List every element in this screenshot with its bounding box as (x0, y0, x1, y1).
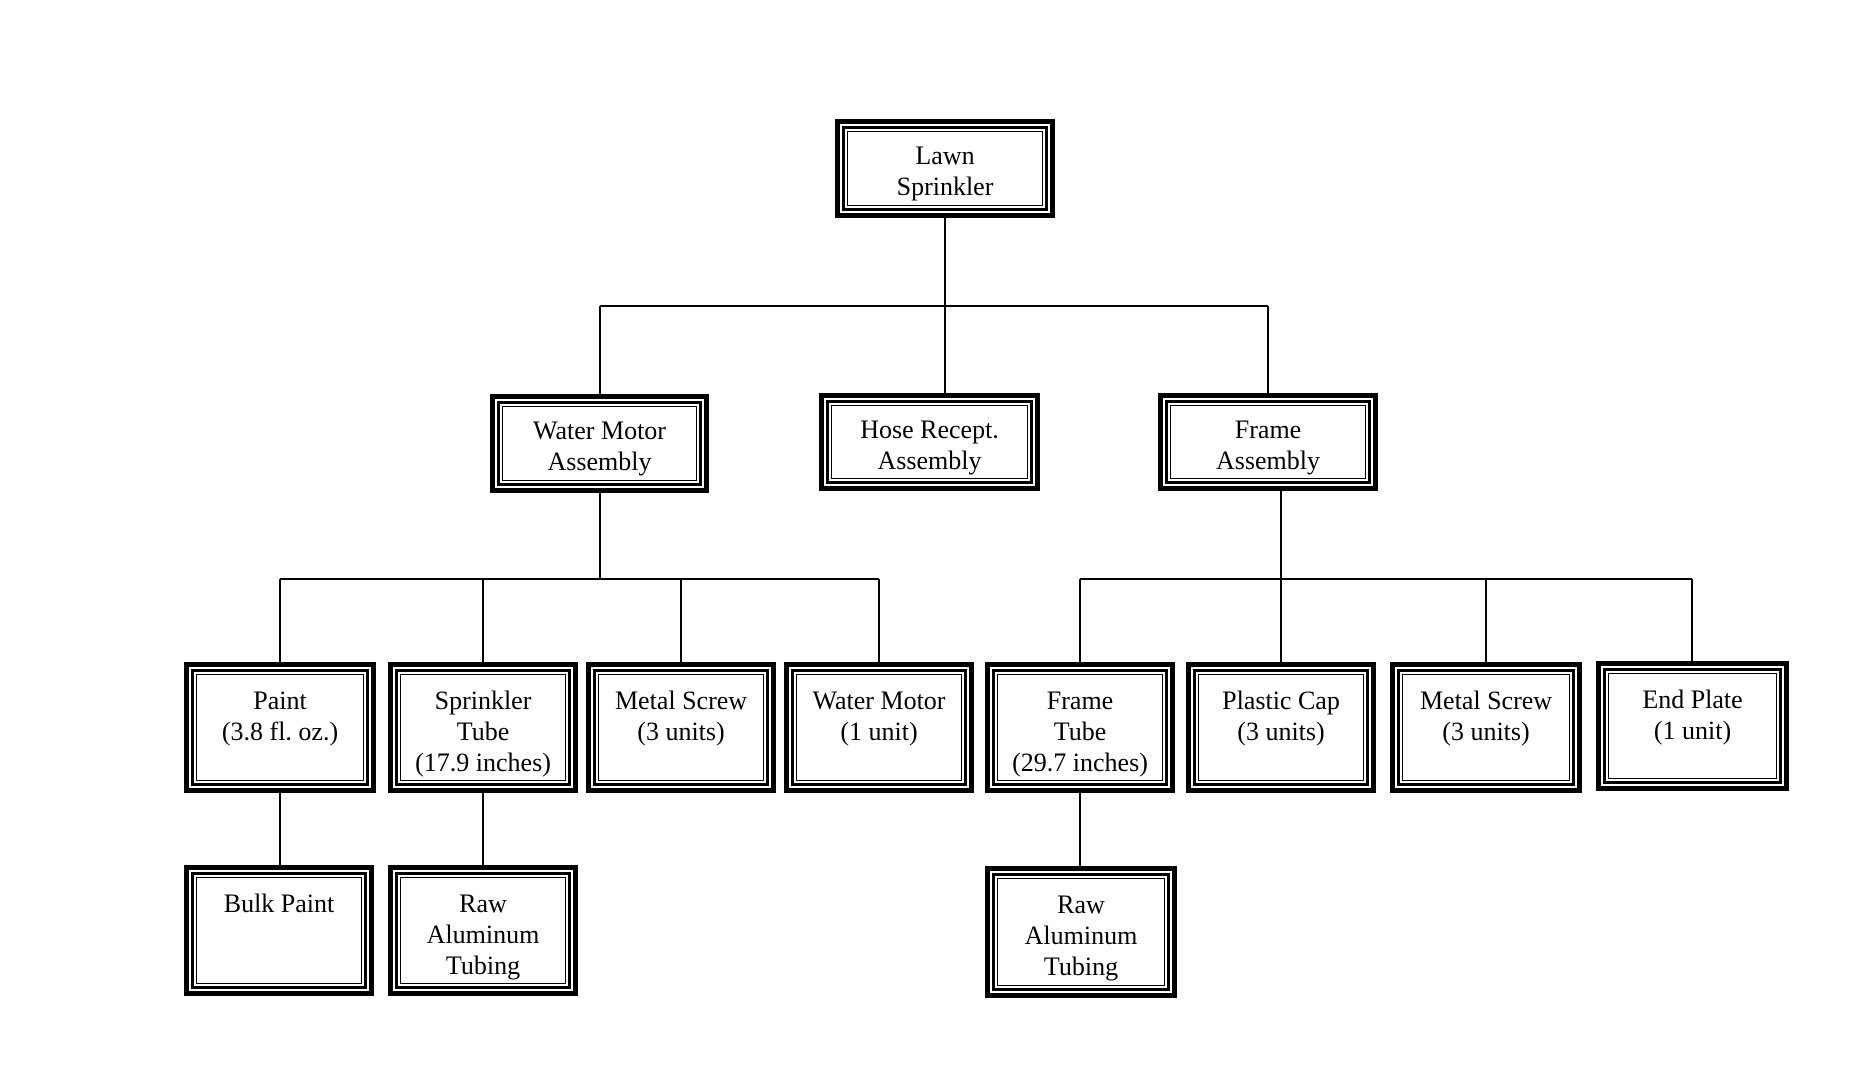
node-sprinkler-tube: Sprinkler Tube (17.9 inches) (388, 662, 578, 793)
node-label: Raw Aluminum Tubing (400, 877, 566, 984)
node-label: Sprinkler Tube (17.9 inches) (400, 674, 566, 781)
node-paint: Paint (3.8 fl. oz.) (184, 662, 376, 793)
node-raw-aluminum-tubing-frame: Raw Aluminum Tubing (985, 866, 1177, 998)
node-water-motor-assembly: Water Motor Assembly (490, 394, 709, 493)
node-label: Metal Screw (3 units) (598, 674, 764, 781)
node-bulk-paint: Bulk Paint (184, 865, 374, 996)
node-label: Raw Aluminum Tubing (997, 878, 1165, 986)
node-water-motor: Water Motor (1 unit) (784, 662, 974, 793)
node-raw-aluminum-tubing-sprinkler: Raw Aluminum Tubing (388, 865, 578, 996)
node-hose-recept-assembly: Hose Recept. Assembly (819, 393, 1040, 491)
node-label: Water Motor Assembly (502, 406, 697, 481)
node-label: Hose Recept. Assembly (831, 405, 1028, 479)
node-lawn-sprinkler: Lawn Sprinkler (835, 119, 1055, 218)
node-label: Paint (3.8 fl. oz.) (196, 674, 364, 781)
node-label: Frame Tube (29.7 inches) (997, 674, 1163, 781)
node-label: Plastic Cap (3 units) (1198, 674, 1364, 781)
node-metal-screw-frame: Metal Screw (3 units) (1390, 662, 1582, 793)
node-label: Metal Screw (3 units) (1402, 674, 1570, 781)
node-label: End Plate (1 unit) (1608, 673, 1777, 779)
node-plastic-cap: Plastic Cap (3 units) (1186, 662, 1376, 793)
node-metal-screw-water-motor: Metal Screw (3 units) (586, 662, 776, 793)
node-label: Water Motor (1 unit) (796, 674, 962, 781)
node-frame-tube: Frame Tube (29.7 inches) (985, 662, 1175, 793)
node-label: Frame Assembly (1170, 405, 1366, 479)
node-end-plate: End Plate (1 unit) (1596, 661, 1789, 791)
node-label: Lawn Sprinkler (847, 131, 1043, 206)
node-label: Bulk Paint (196, 877, 362, 984)
node-frame-assembly: Frame Assembly (1158, 393, 1378, 491)
